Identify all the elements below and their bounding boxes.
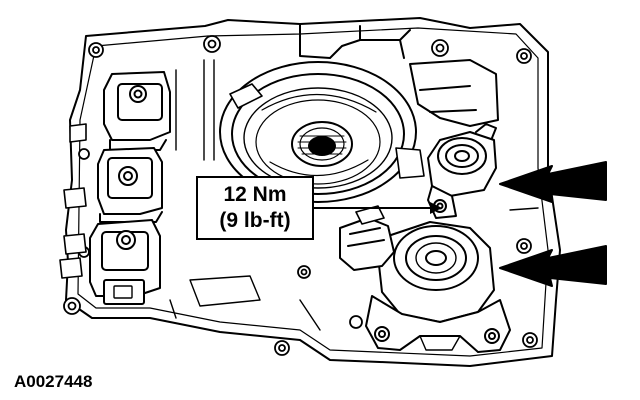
boss-ribs	[419, 85, 477, 113]
left-edge-clips	[59, 123, 87, 279]
figure-id: A0027448	[14, 372, 93, 391]
solenoid-upper-right	[427, 123, 497, 219]
arrow-upper	[499, 161, 607, 203]
central-drum-assembly	[219, 61, 425, 203]
torque-metric: 12 Nm	[223, 183, 287, 206]
bolt-holes	[63, 35, 538, 356]
solenoid-lower-right	[365, 221, 511, 353]
torque-callout: 12 Nm (9 lb-ft)	[196, 176, 314, 240]
plate-inner-edge	[77, 27, 549, 357]
upper-housing-detail	[299, 23, 411, 59]
solenoid-bracket	[365, 295, 511, 353]
solenoid-stack-left	[89, 71, 171, 305]
electrical-connector	[339, 205, 395, 271]
vertical-channel	[175, 59, 215, 161]
torque-imperial: (9 lb-ft)	[219, 209, 291, 232]
callout-arrowhead	[430, 202, 442, 214]
arrow-lower	[499, 245, 607, 287]
